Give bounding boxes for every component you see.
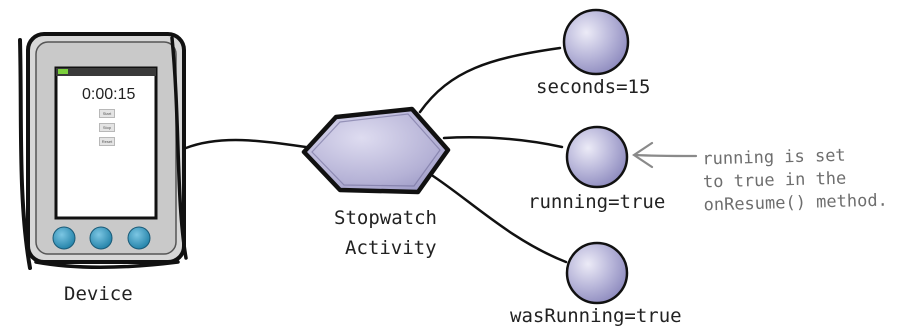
running-label: running=true <box>528 191 666 213</box>
annotation-arrow <box>632 141 698 169</box>
timer-display: 0:00:15 <box>82 86 136 103</box>
device-to-activity-line <box>184 138 314 150</box>
activity-label-line1: Stopwatch <box>334 207 437 229</box>
wasrunning-node <box>565 241 629 305</box>
seconds-label: seconds=15 <box>536 76 651 98</box>
activity-label-line2: Activity <box>345 237 437 259</box>
activity-to-wasrunning-line <box>428 172 568 264</box>
seconds-node <box>562 8 630 76</box>
wasrunning-label: wasRunning=true <box>510 305 682 327</box>
device-label: Device <box>64 283 133 305</box>
running-node <box>565 125 629 189</box>
device-icon <box>18 32 188 270</box>
stop-button: Stop <box>99 123 115 132</box>
annotation-line-3: onResume() method. <box>703 190 889 216</box>
start-button: Start <box>99 109 115 118</box>
annotation-text: running is set to true in the onResume()… <box>702 144 888 218</box>
activity-node <box>301 106 451 195</box>
activity-to-running-line <box>442 136 564 149</box>
reset-button: Reset <box>99 137 115 146</box>
activity-to-seconds-line <box>418 46 562 114</box>
